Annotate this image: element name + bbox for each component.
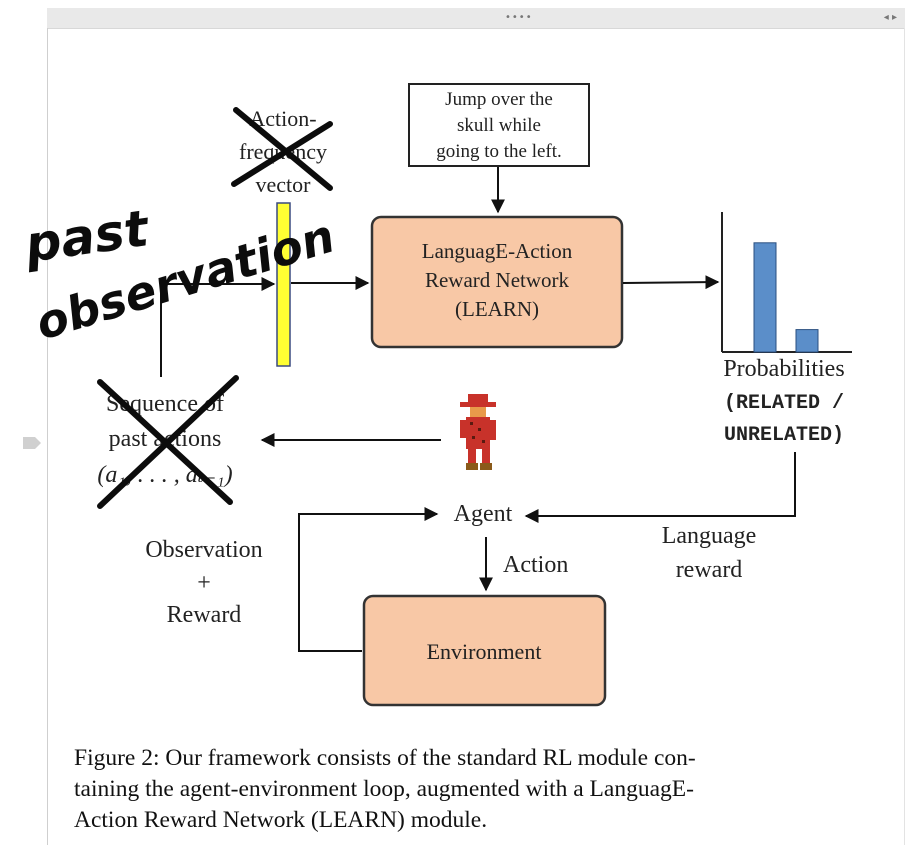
instruction-line-1: Jump over the [445, 89, 553, 110]
window-top-bar: •••• ◂ ▸ [47, 8, 905, 29]
agent-label: Agent [454, 501, 513, 527]
bar-related [753, 242, 777, 353]
caption-line-2: taining the agent-environment loop, augm… [74, 776, 694, 802]
cross-out-vector-label [231, 107, 333, 191]
caption-line-3: Action Reward Network (LEARN) module. [74, 807, 488, 833]
learn-line-3: (LEARN) [455, 297, 539, 321]
observation-line-3: Reward [167, 602, 242, 628]
drag-handle-icon[interactable]: •••• [505, 12, 533, 23]
action-frequency-vector [276, 202, 291, 367]
instruction-line-2: skull while [457, 115, 541, 136]
language-reward-line-2: reward [676, 557, 743, 583]
learn-to-probabilities-arrow [622, 275, 720, 290]
learn-line-1: LanguagE-Action [422, 239, 573, 263]
bar-unrelated [795, 329, 819, 353]
right-divider [904, 28, 905, 845]
handwritten-past: past [21, 199, 154, 274]
observation-line-2: + [197, 570, 211, 596]
probability-bar-chart [721, 212, 852, 353]
vector-label-line-3: vector [256, 172, 312, 197]
learn-box [370, 215, 624, 349]
probabilities-title: Probabilities [723, 356, 844, 382]
environment-box [362, 594, 607, 707]
agent-sprite-icon [460, 394, 496, 470]
figure-caption: Figure 2: Our framework consists of the … [74, 743, 874, 836]
instruction-box [408, 83, 590, 167]
probabilities-unrelated: UNRELATED) [724, 424, 844, 447]
caption-line-1: Figure 2: Our framework consists of the … [74, 745, 696, 771]
environment-label: Environment [427, 639, 542, 664]
framework-diagram: Jump over the skull while going to the l… [21, 83, 852, 707]
instruction-line-3: going to the left. [436, 141, 562, 162]
left-divider [47, 28, 48, 845]
split-arrows-icon[interactable]: ◂ ▸ [883, 12, 897, 23]
environment-to-agent-arrow [298, 507, 439, 652]
action-label: Action [503, 552, 568, 578]
observation-line-1: Observation [145, 537, 262, 563]
probabilities-related: (RELATED / [724, 392, 844, 415]
language-reward-line-1: Language [662, 523, 757, 549]
language-reward-arrow [524, 452, 796, 523]
sidebar-marker-icon[interactable] [22, 435, 42, 455]
cross-out-sequence [97, 375, 239, 509]
sequence-to-vector-arrow [160, 277, 276, 377]
learn-line-2: Reward Network [425, 268, 570, 292]
